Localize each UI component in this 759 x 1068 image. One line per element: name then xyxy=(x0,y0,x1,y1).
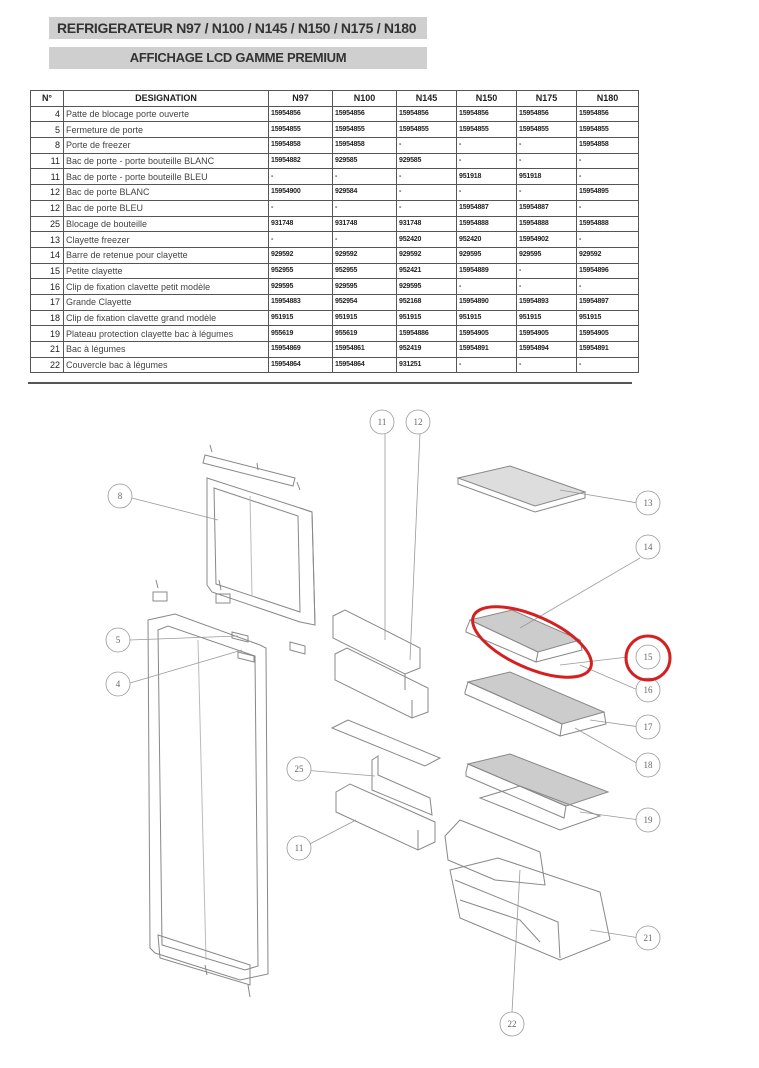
designation-cell: Couvercle bac à légumes xyxy=(63,356,269,374)
freezer-shelf-part xyxy=(456,465,587,513)
callout-18: 18 xyxy=(644,760,654,770)
callout-19: 19 xyxy=(644,815,654,825)
large-shelf-part xyxy=(464,671,607,737)
main-door-part xyxy=(147,613,269,998)
callout-5: 5 xyxy=(116,635,121,645)
small-shelf-part xyxy=(465,609,583,663)
bottle-holder-and-bin xyxy=(330,719,442,851)
reference-cell: - xyxy=(456,356,517,374)
crisper-drawer-part xyxy=(444,819,611,961)
page-subtitle: AFFICHAGE LCD GAMME PREMIUM xyxy=(49,47,427,69)
callout-17: 17 xyxy=(644,722,654,732)
door-clips xyxy=(152,579,306,663)
divider xyxy=(28,382,632,384)
callout-22: 22 xyxy=(508,1019,517,1029)
page-title: REFRIGERATEUR N97 / N100 / N145 / N150 /… xyxy=(49,17,427,39)
callout-25: 25 xyxy=(295,764,305,774)
callout-8: 8 xyxy=(118,491,123,501)
callout-12: 12 xyxy=(414,417,423,427)
callout-16: 16 xyxy=(644,685,654,695)
highlight-annotations xyxy=(471,605,672,682)
callout-15-highlight-circle xyxy=(624,634,672,682)
reference-cell: - xyxy=(576,356,639,374)
top-hinge-bracket xyxy=(202,444,301,491)
callout-4: 4 xyxy=(116,679,121,689)
callout-14: 14 xyxy=(644,542,654,552)
callout-15: 15 xyxy=(644,652,654,662)
callout-11-lower: 11 xyxy=(295,843,304,853)
door-bins-upper xyxy=(332,609,429,719)
freezer-door-part xyxy=(206,477,316,626)
shelf-highlight-ellipse xyxy=(471,605,593,679)
callout-13: 13 xyxy=(644,498,654,508)
callout-circles xyxy=(105,409,661,1037)
crisper-cover-part xyxy=(465,753,610,831)
callout-11: 11 xyxy=(378,417,387,427)
callout-21: 21 xyxy=(644,933,653,943)
